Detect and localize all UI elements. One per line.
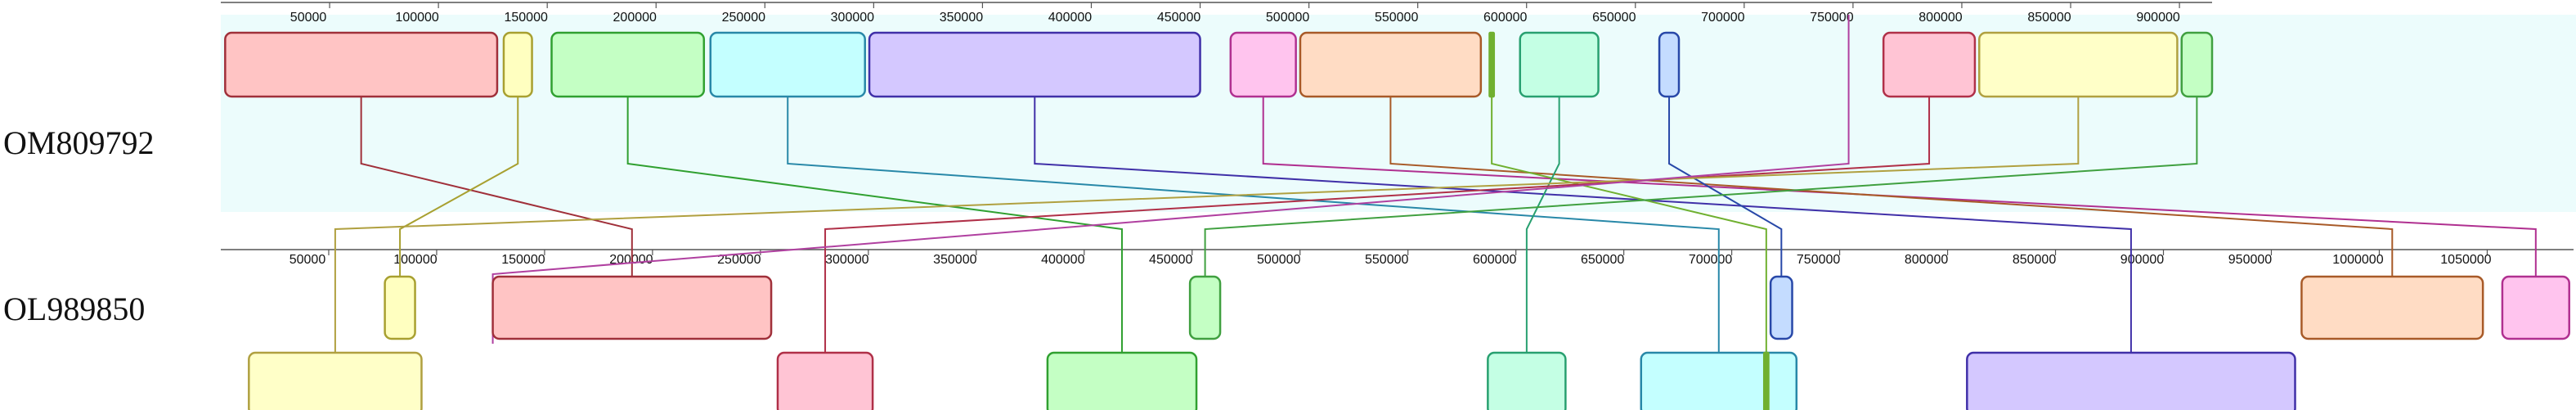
lcb-block-teal-om809792[interactable] xyxy=(1519,31,1600,98)
lcb-connector-lemon xyxy=(334,97,2080,353)
lcb-block-crimson-ol989850[interactable] xyxy=(776,351,874,410)
lcb-block-olive-thin-ol989850[interactable] xyxy=(1762,351,1770,410)
ruler-tick-label: 900000 xyxy=(2136,11,2179,25)
lcb-block-cyan-om809792[interactable] xyxy=(709,31,866,98)
lcb-block-lime-om809792[interactable] xyxy=(2180,31,2214,98)
ruler-tick-label: 600000 xyxy=(1483,11,1527,25)
lcb-block-blue-small-ol989850[interactable] xyxy=(1769,275,1793,340)
ruler-tick-label: 850000 xyxy=(2013,253,2056,267)
ruler-tick-label: 600000 xyxy=(1473,253,1516,267)
lcb-connector-teal xyxy=(1525,97,1560,353)
ruler-tick-label: 900000 xyxy=(2120,253,2164,267)
ruler-tick-label: 150000 xyxy=(504,11,547,25)
lcb-connector-olive-thin xyxy=(1491,97,1767,353)
lcb-connector-blue-small xyxy=(1668,97,1783,277)
lcb-connector-crimson xyxy=(824,97,1931,353)
ruler-tick-label: 1050000 xyxy=(2440,253,2491,267)
lcb-connector-cyan xyxy=(787,97,1720,353)
lcb-block-pink-om809792[interactable] xyxy=(1229,31,1297,98)
ruler-tick-label: 200000 xyxy=(613,11,657,25)
ruler-tick-label: 1000000 xyxy=(2332,253,2383,267)
ruler-tick-label: 100000 xyxy=(395,11,438,25)
lcb-block-blue-small-om809792[interactable] xyxy=(1658,31,1681,98)
lcb-block-lemon-om809792[interactable] xyxy=(1978,31,2179,98)
lcb-block-teal-ol989850[interactable] xyxy=(1487,351,1567,410)
lcb-block-purple-ol989850[interactable] xyxy=(1966,351,2296,410)
ruler-tick-label: 700000 xyxy=(1701,11,1744,25)
ruler-tick-label: 300000 xyxy=(831,11,874,25)
ruler-tick-label: 400000 xyxy=(1041,253,1084,267)
ruler-tick-label: 100000 xyxy=(393,253,437,267)
lcb-block-purple-om809792[interactable] xyxy=(868,31,1201,98)
ruler-tick-label: 800000 xyxy=(1919,11,1962,25)
ruler-tick-label: 450000 xyxy=(1157,11,1200,25)
ruler-tick-label: 350000 xyxy=(933,253,976,267)
ruler-tick-label: 450000 xyxy=(1149,253,1192,267)
ruler-tick-label: 750000 xyxy=(1797,253,1840,267)
ruler-tick-label: 500000 xyxy=(1257,253,1300,267)
ruler-tick-label: 300000 xyxy=(825,253,868,267)
lcb-block-red-ol989850[interactable] xyxy=(491,275,773,340)
ruler-tick-label: 550000 xyxy=(1375,11,1418,25)
ruler-tick-label: 250000 xyxy=(717,253,761,267)
lcb-blocks xyxy=(224,31,2570,410)
lcb-connector-yellow-small xyxy=(399,97,519,277)
lcb-connector-orange xyxy=(1389,97,2394,277)
ruler-tick-label: 700000 xyxy=(1689,253,1732,267)
ruler-tick-label: 650000 xyxy=(1592,11,1636,25)
lcb-block-yellow-small-ol989850[interactable] xyxy=(384,275,416,340)
lcb-block-green-om809792[interactable] xyxy=(550,31,706,98)
lcb-block-pink-ol989850[interactable] xyxy=(2501,275,2570,340)
lcb-block-cyan-ol989850[interactable] xyxy=(1640,351,1798,410)
ruler-tick-label: 50000 xyxy=(290,11,327,25)
ruler-tick-label: 350000 xyxy=(940,11,983,25)
genome-label-ol989850[interactable]: OL989850 xyxy=(3,291,145,327)
ruler-tick-label: 550000 xyxy=(1365,253,1408,267)
ruler-tick-label: 50000 xyxy=(289,253,326,267)
ruler-tick-label: 150000 xyxy=(501,253,545,267)
lcb-connector-purple xyxy=(1034,97,2132,353)
lcb-block-lemon-ol989850[interactable] xyxy=(248,351,423,410)
ruler-tick-label: 800000 xyxy=(1905,253,1948,267)
lcb-block-olive-thin-om809792[interactable] xyxy=(1488,31,1496,98)
ruler-tick-label: 750000 xyxy=(1810,11,1853,25)
lcb-connector-lime xyxy=(1204,97,2198,277)
genome-label-om809792[interactable]: OM809792 xyxy=(3,124,154,161)
ruler-tick-label: 950000 xyxy=(2228,253,2272,267)
ruler-tick-label: 250000 xyxy=(722,11,765,25)
lcb-block-green-ol989850[interactable] xyxy=(1046,351,1198,410)
lcb-block-lime-ol989850[interactable] xyxy=(1188,275,1222,340)
lcb-connector-red xyxy=(360,97,633,277)
lcb-connectors xyxy=(334,15,2537,353)
lcb-block-orange-ol989850[interactable] xyxy=(2300,275,2484,340)
ruler-tick-label: 850000 xyxy=(2027,11,2071,25)
ruler-tick-label: 400000 xyxy=(1048,11,1092,25)
rulers: 50000 100000 150000 200000 250000 300000 35000… xyxy=(221,2,2574,267)
ruler-tick-label: 500000 xyxy=(1266,11,1309,25)
lcb-block-orange-om809792[interactable] xyxy=(1299,31,1483,98)
lcb-block-crimson-om809792[interactable] xyxy=(1882,31,1977,98)
lcb-block-red-om809792[interactable] xyxy=(224,31,499,98)
lcb-block-yellow-small-om809792[interactable] xyxy=(502,31,533,98)
ruler-tick-label: 650000 xyxy=(1581,253,1624,267)
lcb-connector-green xyxy=(626,97,1123,353)
